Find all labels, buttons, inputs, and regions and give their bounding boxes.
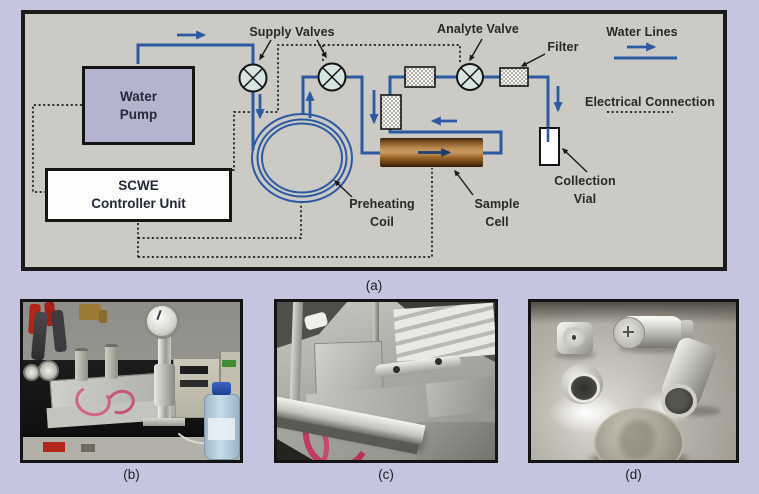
bright-plate-stack [393, 302, 495, 362]
filter-label: Filter [547, 40, 579, 54]
flow-arrows [177, 30, 563, 126]
pointer-preheating-coil [333, 180, 353, 198]
pipe-filter2-to-vial [528, 75, 550, 142]
pipe-pump-to-valve1 [136, 43, 255, 66]
panel-a-border [21, 10, 727, 271]
controller-display-slot [180, 366, 208, 374]
coin-embossed-profile [619, 420, 655, 460]
bolt-2 [435, 358, 442, 365]
water-pump-label-line2: Pump [119, 106, 158, 122]
pressure-gauge [144, 303, 180, 339]
electrical-pump-to-controller [32, 104, 82, 193]
cylinder-tip [681, 320, 693, 342]
electrical-connection-lines [32, 44, 461, 258]
pointer-sample-cell [454, 169, 474, 196]
green-display [222, 360, 236, 367]
photo-lab-bench [20, 299, 243, 463]
regulator-gauge-2 [38, 360, 59, 381]
cylinder-end-face [613, 317, 645, 349]
controller-display-slot-2 [180, 380, 208, 387]
electrical-to-coil [138, 203, 302, 239]
end-face-slot-v [627, 326, 629, 337]
bolt [393, 366, 400, 373]
pointer-collection-vial [561, 148, 588, 173]
electrical-controller-to-valves [232, 44, 461, 171]
fitting-ring-bore [568, 373, 600, 403]
legend-graphics [607, 42, 677, 113]
sample-cell [380, 138, 483, 167]
electrical-to-sample-cell [138, 168, 433, 258]
controller-label-line2: Controller Unit [91, 196, 186, 211]
pipe-coil-to-valve2 [301, 75, 319, 114]
preheating-coil-label: Preheating Coil [349, 197, 415, 229]
fitting-cap-hole [572, 335, 576, 340]
pipe-valve2-to-cell [345, 75, 381, 155]
caption-b: (b) [123, 467, 140, 482]
threaded-socket-end [661, 384, 697, 418]
pipe-filter-riser [388, 75, 406, 96]
controller-box: SCWE Controller Unit [45, 168, 232, 222]
photo-hardware-closeup [274, 299, 498, 463]
analyte-valve-label: Analyte Valve [437, 22, 519, 36]
caption-c: (c) [378, 467, 394, 482]
water-pump-label-line1: Water [119, 88, 157, 104]
supply-valves-label: Supply Valves [249, 25, 335, 39]
floor-panel [417, 422, 495, 460]
schematic-panel: Water Pump SCWE Controller Unit Supply V… [21, 10, 727, 271]
controller-label-line1: SCWE [118, 178, 159, 194]
filter-1 [404, 66, 436, 88]
cap-shadow [555, 350, 595, 359]
right-block [425, 376, 495, 418]
schematic-drawing [21, 10, 727, 271]
pointer-analyte-valve [469, 38, 483, 62]
vertical-rod [373, 302, 379, 360]
supply-valve-1 [238, 63, 268, 93]
brass-fitting [79, 304, 101, 320]
photo-fittings-coin [528, 299, 739, 463]
red-sticker [43, 442, 65, 452]
collection-vial-label: Collection Vial [554, 174, 616, 206]
actuator-cylinder-2 [105, 344, 118, 379]
right-cylinder-shadow [667, 406, 721, 416]
filter-vertical [380, 94, 402, 130]
supply-valve-2 [317, 62, 347, 92]
bottle-label [208, 418, 235, 440]
gray-sticker [81, 444, 95, 452]
filters [380, 66, 529, 130]
brass-fitting-2 [99, 310, 107, 323]
legend-electrical-label: Electrical Connection [585, 95, 715, 109]
collection-vial [539, 127, 560, 166]
tee-fitting [143, 418, 185, 426]
valves [238, 62, 484, 93]
analyte-valve [456, 63, 484, 91]
legend-water-lines-label: Water Lines [606, 25, 678, 39]
actuator-cylinder [75, 348, 88, 381]
filter-2 [499, 67, 529, 87]
cylinder-shadow [619, 344, 689, 353]
pointer-filter [520, 53, 546, 67]
bottle-cap [212, 382, 231, 395]
caption-d: (d) [625, 467, 642, 482]
sample-cell-label: Sample Cell [474, 197, 520, 229]
water-pump-box: Water Pump [82, 66, 195, 145]
label-pointers [259, 38, 588, 198]
pointer-supply-valve-1 [259, 39, 272, 61]
column-body [154, 364, 175, 406]
water-pipes [136, 43, 550, 155]
preheating-coil [251, 113, 353, 203]
shadow-band [531, 302, 736, 324]
caption-a: (a) [365, 278, 383, 293]
pointer-supply-valve-2 [316, 39, 327, 59]
